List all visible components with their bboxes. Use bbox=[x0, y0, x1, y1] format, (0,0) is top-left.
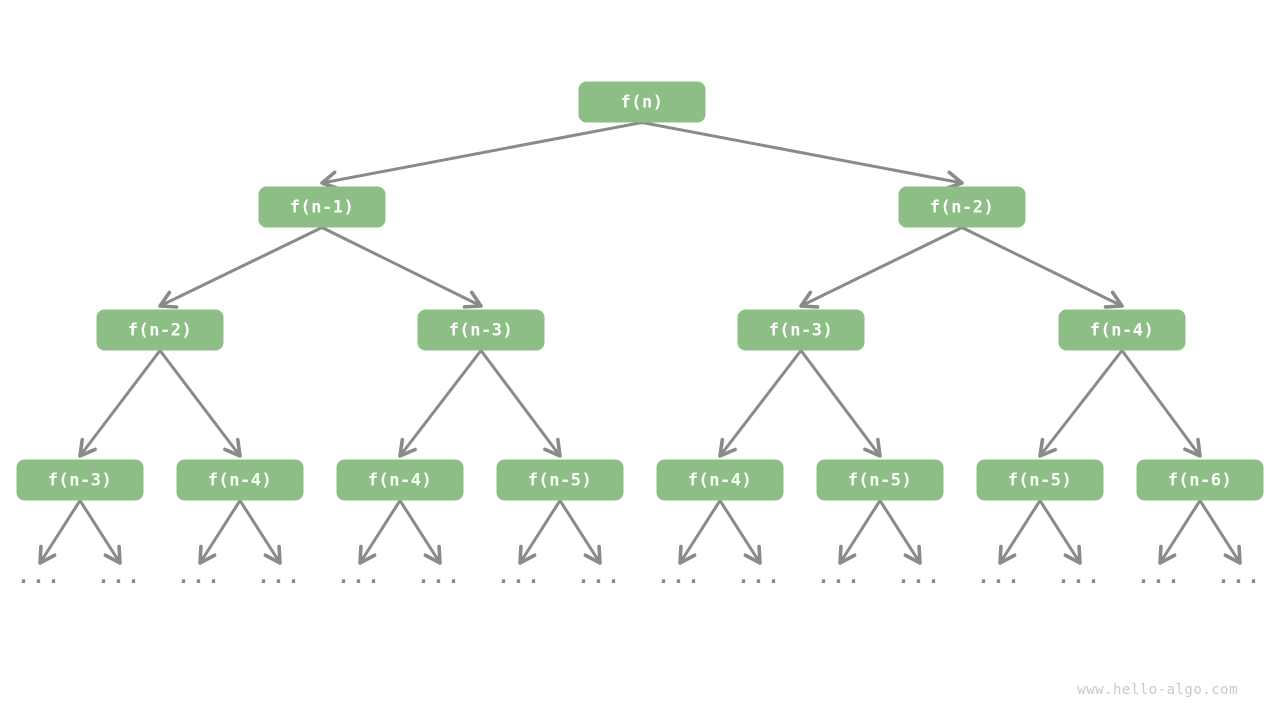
tree-node-f-n-5-: f(n-5) bbox=[496, 459, 624, 501]
edge-line bbox=[78, 349, 162, 458]
tree-node-f-n-5-: f(n-5) bbox=[976, 459, 1104, 501]
edge-line bbox=[358, 499, 402, 565]
tree-node-f-n-4-: f(n-4) bbox=[656, 459, 784, 501]
tree-node-f-n-6-: f(n-6) bbox=[1136, 459, 1264, 501]
ellipsis-leaf: ... bbox=[577, 564, 623, 588]
tree-node-f-n-: f(n) bbox=[578, 81, 706, 123]
tree-node-f-n-2-: f(n-2) bbox=[898, 186, 1026, 228]
edge-line bbox=[398, 499, 442, 565]
edge-line bbox=[38, 499, 82, 565]
watermark: www.hello-algo.com bbox=[1077, 682, 1238, 698]
edge-line bbox=[878, 499, 922, 565]
ellipsis-leaf: ... bbox=[497, 564, 543, 588]
tree-node-f-n-5-: f(n-5) bbox=[816, 459, 944, 501]
ellipsis-leaf: ... bbox=[337, 564, 383, 588]
edge-line bbox=[558, 499, 602, 565]
edge-line bbox=[678, 499, 722, 565]
edge-line bbox=[718, 349, 803, 458]
edge-line bbox=[998, 499, 1042, 565]
tree-node-f-n-3-: f(n-3) bbox=[417, 309, 545, 351]
ellipsis-leaf: ... bbox=[257, 564, 303, 588]
edge-line bbox=[398, 349, 483, 458]
ellipsis-leaf: ... bbox=[897, 564, 943, 588]
ellipsis-leaf: ... bbox=[17, 564, 63, 588]
edge-line bbox=[518, 499, 562, 565]
ellipsis-leaf: ... bbox=[817, 564, 863, 588]
edge-line bbox=[641, 121, 964, 191]
edge-line bbox=[1198, 499, 1242, 565]
edge-line bbox=[838, 499, 882, 565]
ellipsis-leaf: ... bbox=[1137, 564, 1183, 588]
edge-line bbox=[1120, 349, 1202, 458]
tree-node-f-n-3-: f(n-3) bbox=[737, 309, 865, 351]
ellipsis-leaf: ... bbox=[1057, 564, 1103, 588]
edge-line bbox=[479, 349, 562, 458]
edge-line bbox=[158, 226, 323, 309]
edge-line bbox=[158, 349, 242, 458]
tree-node-f-n-1-: f(n-1) bbox=[258, 186, 386, 228]
edge-line bbox=[799, 226, 963, 309]
ellipsis-leaf: ... bbox=[97, 564, 143, 588]
edge-line bbox=[320, 121, 643, 191]
ellipsis-leaf: ... bbox=[1217, 564, 1263, 588]
edge-line bbox=[1038, 499, 1082, 565]
ellipsis-leaf: ... bbox=[737, 564, 783, 588]
tree-node-f-n-3-: f(n-3) bbox=[16, 459, 144, 501]
tree-node-f-n-4-: f(n-4) bbox=[336, 459, 464, 501]
edge-line bbox=[238, 499, 282, 565]
edge-line bbox=[321, 226, 483, 309]
ellipsis-leaf: ... bbox=[977, 564, 1023, 588]
tree-node-f-n-4-: f(n-4) bbox=[1058, 309, 1186, 351]
edge-line bbox=[718, 499, 762, 565]
edge-line bbox=[799, 349, 882, 458]
ellipsis-leaf: ... bbox=[657, 564, 703, 588]
tree-node-f-n-4-: f(n-4) bbox=[176, 459, 304, 501]
edge-line bbox=[1158, 499, 1202, 565]
ellipsis-leaf: ... bbox=[177, 564, 223, 588]
tree-node-f-n-2-: f(n-2) bbox=[96, 309, 224, 351]
edge-line bbox=[198, 499, 242, 565]
edge-line bbox=[78, 499, 122, 565]
edge-line bbox=[1038, 349, 1124, 458]
ellipsis-leaf: ... bbox=[417, 564, 463, 588]
edge-line bbox=[961, 226, 1124, 309]
